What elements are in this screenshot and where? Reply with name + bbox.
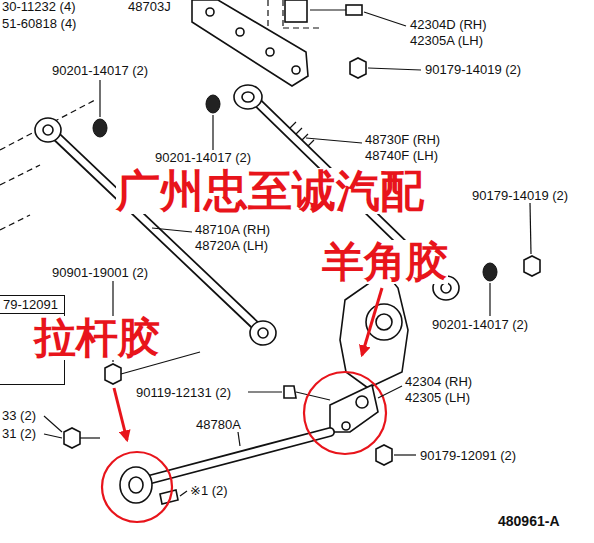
part-number: 42304 (RH) — [405, 375, 472, 389]
lower-arm — [120, 432, 330, 504]
part-number: 42305A (LH) — [410, 34, 483, 48]
part-number: 48710A (RH) — [195, 223, 270, 237]
part-number: 90119-12131 (2) — [136, 386, 231, 400]
part-number: 48780A — [196, 418, 241, 432]
lateral-arm — [35, 118, 276, 345]
part-number: ※1 (2) — [190, 484, 228, 498]
part-number: 90901-19001 (2) — [52, 266, 148, 280]
leader-lines — [44, 12, 531, 496]
red-annotation: 拉杆胶 — [34, 316, 160, 360]
part-number: 90179-14019 (2) — [425, 63, 521, 77]
washers-nuts — [64, 58, 540, 465]
upper-bracket — [192, 0, 362, 86]
part-number: 51-60818 (4) — [2, 17, 76, 31]
knuckle — [284, 272, 408, 432]
part-number: 90201-14017 (2) — [432, 318, 528, 332]
red-circles — [102, 372, 386, 522]
part-number: 33 (2) — [2, 409, 36, 423]
red-arrows — [114, 288, 382, 440]
part-number: 90179-12091 (2) — [420, 449, 516, 463]
part-number: 48703J — [128, 0, 171, 14]
part-number: 30-11232 (4) — [2, 0, 75, 14]
red-annotation: 羊角胶 — [322, 240, 448, 284]
part-number: 31 (2) — [2, 427, 36, 441]
part-number: 90201-14017 (2) — [52, 64, 148, 78]
part-number: 48740F (LH) — [365, 149, 438, 163]
part-number: 42305 (LH) — [405, 391, 470, 405]
part-number: 42304D (RH) — [410, 18, 487, 32]
red-annotation: 广州忠至诚汽配 — [116, 168, 424, 214]
part-number: 48720A (LH) — [195, 239, 268, 253]
figure-number: 480961-A — [498, 514, 560, 529]
part-number: 48730F (RH) — [365, 133, 440, 147]
part-number: 90201-14017 (2) — [155, 151, 251, 165]
part-number: 90179-14019 (2) — [472, 189, 568, 203]
part-number: 79-12091 — [0, 296, 64, 314]
